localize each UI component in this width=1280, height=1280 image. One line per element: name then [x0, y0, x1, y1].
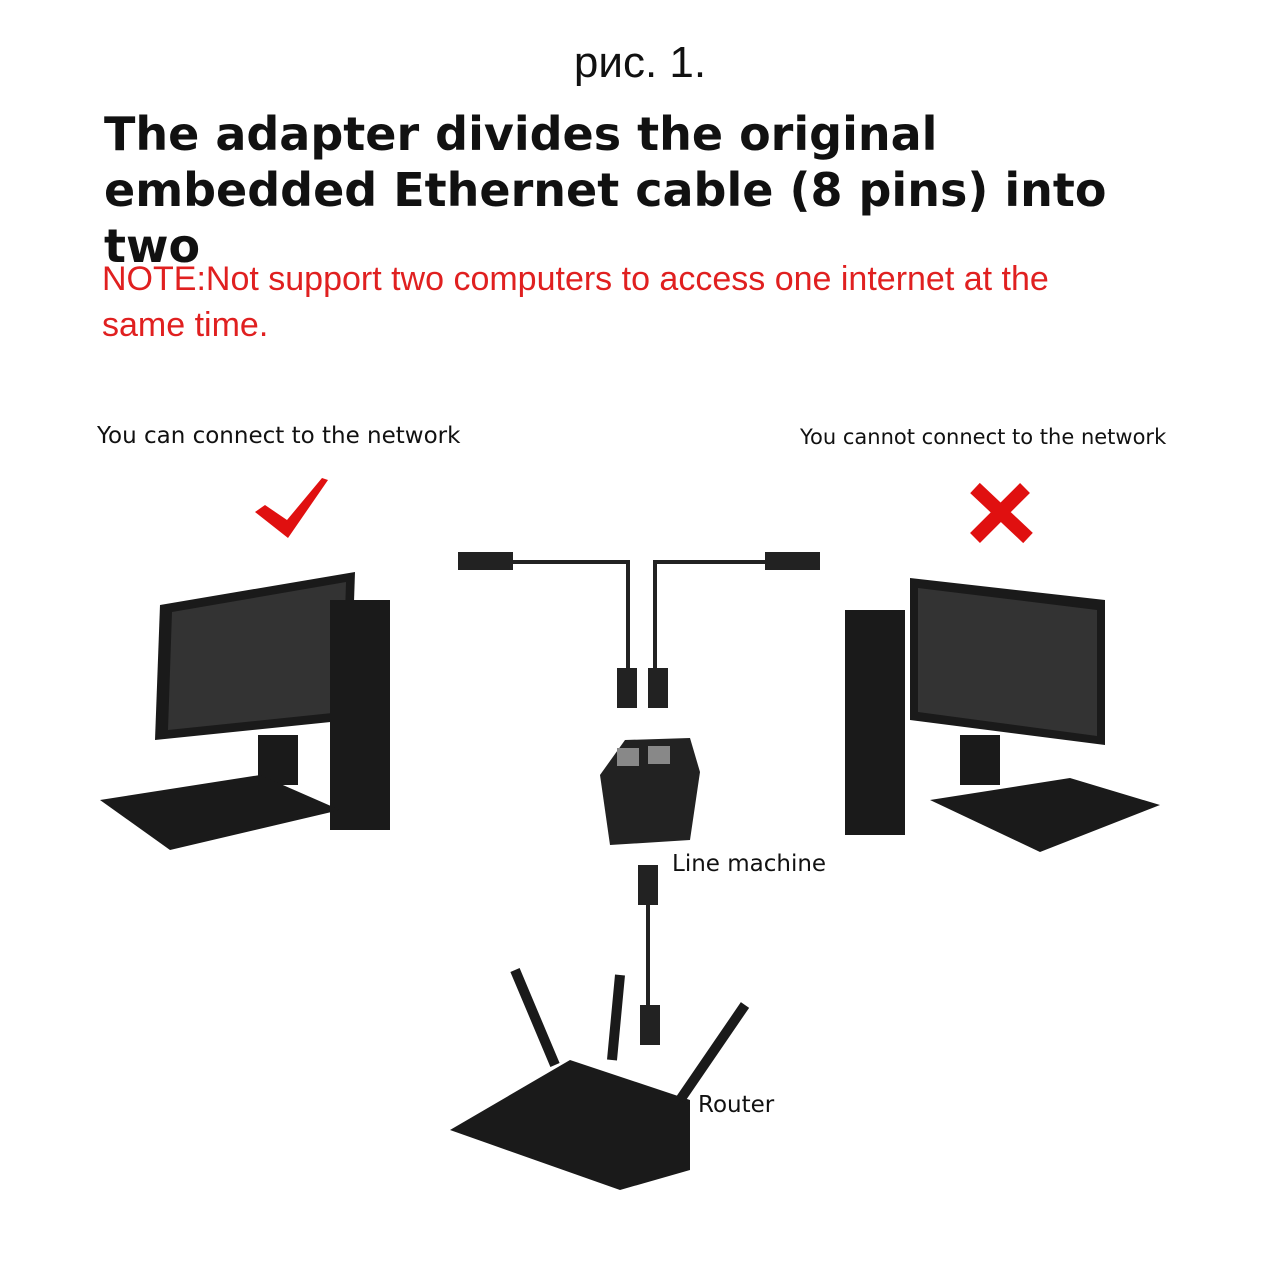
connectors	[458, 552, 820, 1045]
cross-icon	[970, 482, 1033, 544]
left-label: You can connect to the network	[97, 423, 461, 449]
title: The adapter divides the original embedde…	[104, 107, 1107, 273]
right-label: You cannot connect to the network	[800, 425, 1167, 449]
cables	[510, 560, 770, 1010]
left-computer	[100, 572, 390, 850]
router	[450, 968, 750, 1190]
router-label: Router	[698, 1092, 775, 1118]
note: NOTE:Not support two computers to access…	[102, 260, 1049, 344]
check-icon	[255, 478, 328, 538]
figure-label: рис. 1.	[573, 38, 707, 87]
splitter-adapter	[600, 738, 700, 845]
right-computer	[845, 578, 1160, 852]
line-machine-label: Line machine	[672, 851, 827, 877]
